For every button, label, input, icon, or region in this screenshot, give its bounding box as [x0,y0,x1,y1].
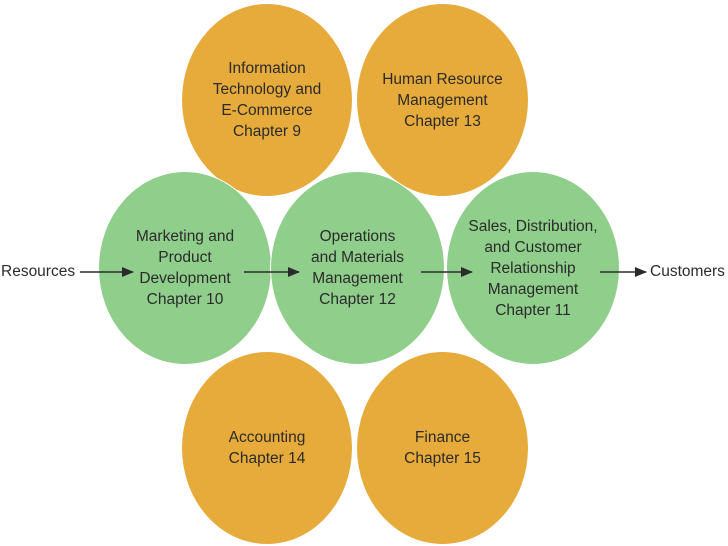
circle-line: Product [158,249,212,266]
circle-line: Sales, Distribution, [468,217,598,235]
circle-operations: Operations and Materials Management Chap… [270,171,445,365]
customers-label: Customers [650,263,725,280]
circle-line: Chapter 13 [404,112,481,130]
circle-line: Finance [414,429,471,446]
circle-line: Management [312,270,403,287]
circle-human-resource: Human Resource Management Chapter 13 [356,3,529,197]
circle-line: Information [228,60,306,77]
circle-finance: Finance Chapter 15 [356,351,529,545]
circle-line: Management [397,91,488,109]
circle-accounting: Accounting Chapter 14 [181,351,353,545]
circle-line: Human Resource [382,70,503,88]
circle-line: Accounting [228,429,306,446]
circle-information-technology: Information Technology and E-Commerce Ch… [181,3,353,197]
circle-line: Chapter 12 [319,291,396,308]
circle-marketing: Marketing and Product Development Chapte… [98,171,272,365]
circle-line: Chapter 11 [495,301,571,319]
circle-line: Chapter 10 [146,291,224,308]
circle-line: Chapter 15 [404,450,481,467]
circle-line: Technology and [212,81,322,98]
circle-line: and Customer [484,238,582,256]
circle-line: Development [139,270,231,287]
circle-line: Chapter 14 [228,450,306,467]
circle-sales-distribution: Sales, Distribution, and Customer Relati… [446,171,620,365]
circle-line: Marketing and [135,228,235,245]
resources-label: Resources [1,263,76,280]
circle-line: Operations [319,228,396,245]
circle-line: E-Commerce [221,102,313,119]
circle-line: Chapter 9 [232,123,302,140]
circle-line: and Materials [310,249,405,266]
circle-line: Relationship [490,259,576,277]
circle-line: Management [487,280,579,298]
